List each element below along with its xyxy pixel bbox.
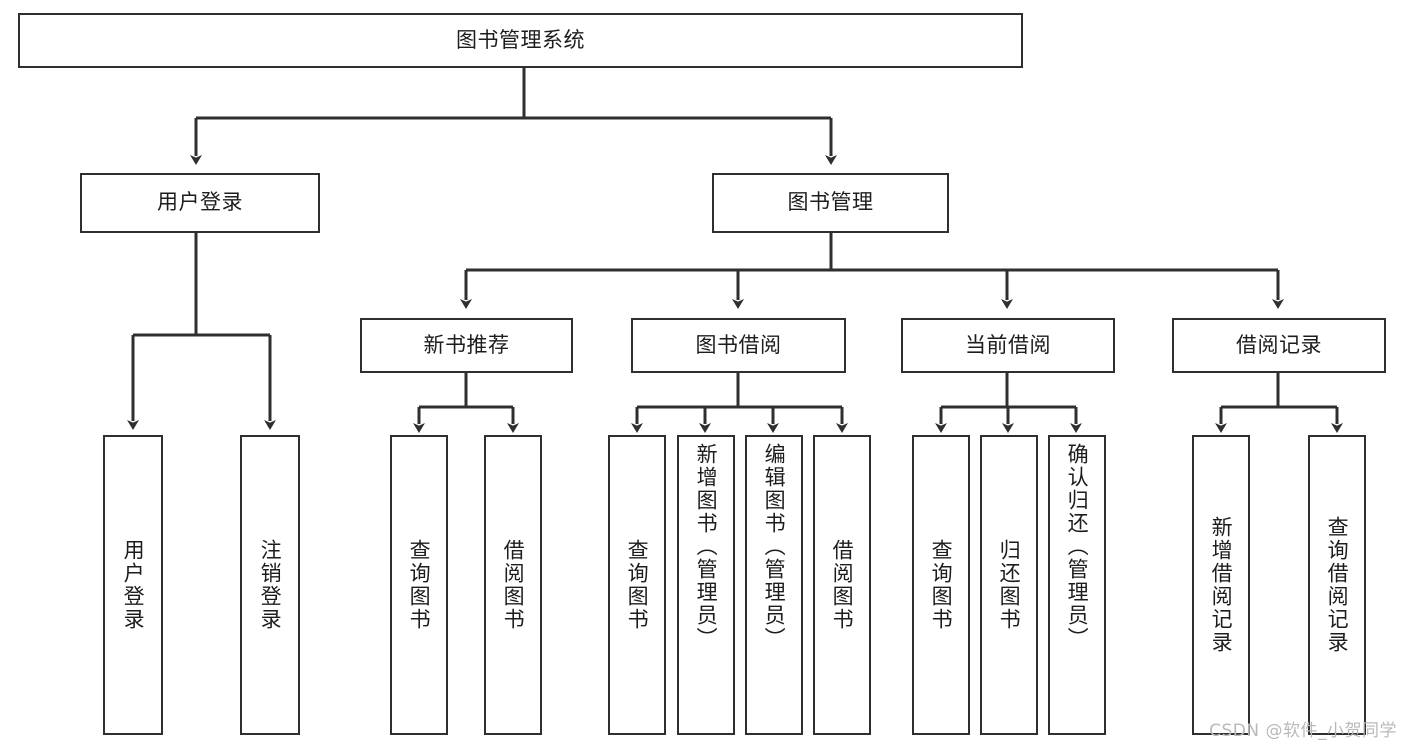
node-leaf-confirm-return-label: 确认归还（管理员） [1065, 443, 1090, 650]
watermark: CSDN @软件_小贺同学 [1209, 721, 1397, 741]
node-user-login[interactable]: 用户登录 [80, 173, 320, 233]
node-root[interactable]: 图书管理系统 [18, 13, 1023, 68]
node-leaf-edit-book[interactable]: 编辑图书（管理员） [745, 435, 803, 735]
node-leaf-logout[interactable]: 注销登录 [240, 435, 300, 735]
node-leaf-logout-label: 注销登录 [258, 539, 283, 631]
node-leaf-borrow-book-newbooks-label: 借阅图书 [501, 539, 526, 631]
node-leaf-return-book-label: 归还图书 [997, 539, 1022, 631]
node-leaf-query-book-current-label: 查询图书 [929, 539, 954, 631]
node-leaf-add-book-label: 新增图书（管理员） [694, 443, 719, 650]
node-leaf-query-borrow-record[interactable]: 查询借阅记录 [1308, 435, 1366, 735]
node-leaf-query-book-borrow[interactable]: 查询图书 [608, 435, 666, 735]
node-leaf-query-book-borrow-label: 查询图书 [625, 539, 650, 631]
node-leaf-return-book[interactable]: 归还图书 [980, 435, 1038, 735]
node-book-management[interactable]: 图书管理 [712, 173, 949, 233]
node-leaf-add-borrow-record-label: 新增借阅记录 [1209, 516, 1234, 654]
node-leaf-borrow-book-newbooks[interactable]: 借阅图书 [484, 435, 542, 735]
node-leaf-user-login[interactable]: 用户登录 [103, 435, 163, 735]
node-new-book-recommend-label: 新书推荐 [423, 332, 510, 357]
node-leaf-edit-book-label: 编辑图书（管理员） [762, 443, 787, 650]
node-leaf-confirm-return[interactable]: 确认归还（管理员） [1048, 435, 1106, 735]
node-leaf-query-book-newbooks-label: 查询图书 [407, 539, 432, 631]
node-user-login-label: 用户登录 [157, 190, 243, 215]
node-leaf-add-book[interactable]: 新增图书（管理员） [677, 435, 735, 735]
node-leaf-query-book-newbooks[interactable]: 查询图书 [390, 435, 448, 735]
node-current-borrow-label: 当前借阅 [965, 332, 1051, 357]
node-leaf-borrow-book-label: 借阅图书 [830, 539, 855, 631]
node-leaf-add-borrow-record[interactable]: 新增借阅记录 [1192, 435, 1250, 735]
node-borrow-records-label: 借阅记录 [1236, 332, 1322, 357]
node-book-borrow[interactable]: 图书借阅 [631, 318, 846, 373]
node-leaf-borrow-book[interactable]: 借阅图书 [813, 435, 871, 735]
node-leaf-query-borrow-record-label: 查询借阅记录 [1325, 516, 1350, 654]
node-leaf-query-book-current[interactable]: 查询图书 [912, 435, 970, 735]
node-book-borrow-label: 图书借阅 [695, 332, 782, 357]
node-borrow-records[interactable]: 借阅记录 [1172, 318, 1386, 373]
node-root-label: 图书管理系统 [456, 27, 585, 52]
node-current-borrow[interactable]: 当前借阅 [901, 318, 1115, 373]
node-leaf-user-login-label: 用户登录 [121, 539, 146, 631]
node-new-book-recommend[interactable]: 新书推荐 [360, 318, 573, 373]
node-book-management-label: 图书管理 [787, 190, 874, 215]
